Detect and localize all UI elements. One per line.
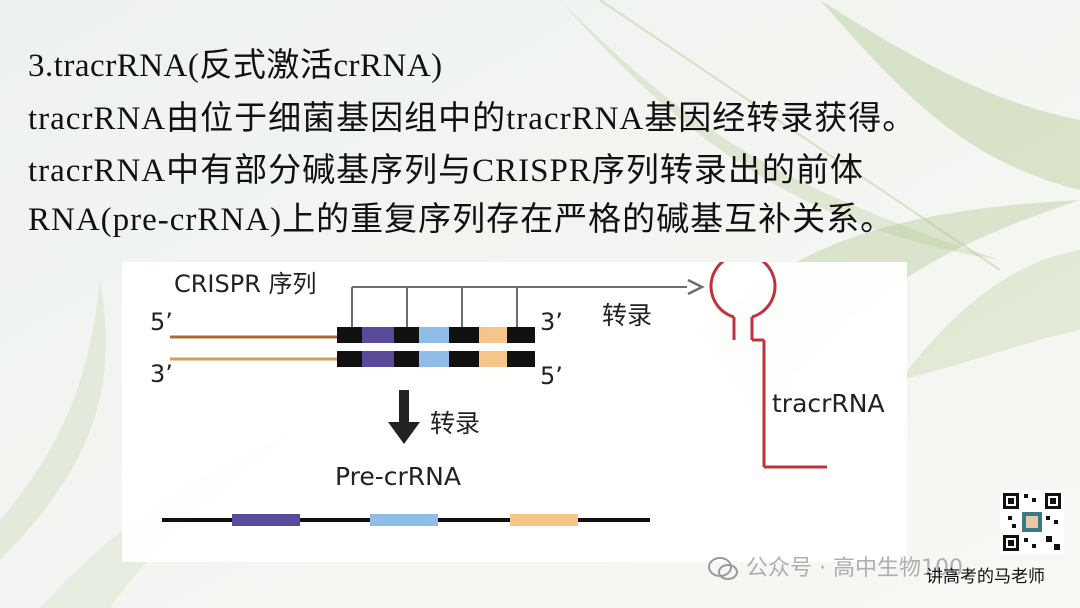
crispr-diagram-panel: CRISPR 序列 5’ 3’ 3’ 5’ [122, 262, 907, 562]
transcription-bracket [351, 286, 687, 327]
watermark-text: 公众号 · 高中生物100 [746, 556, 963, 581]
top-strand-left-label: 5’ [150, 308, 173, 336]
spacer-block-purple [362, 327, 394, 343]
spacer-block-blue [419, 351, 449, 367]
spacer-block-blue [419, 327, 449, 343]
wechat-icon [708, 557, 738, 580]
paragraph-line: tracrRNA中有部分碱基序列与CRISPR序列转录出的前体 [28, 153, 864, 189]
bottom-strand-right-label: 5’ [540, 362, 563, 390]
crispr-diagram: CRISPR 序列 5’ 3’ 3’ 5’ [150, 262, 885, 526]
repeat-block [394, 351, 419, 367]
paragraph-line: tracrRNA由位于细菌基因组中的tracrRNA基因经转录获得。 [28, 101, 917, 137]
precrrna-molecule [162, 514, 650, 526]
author-signature: 讲高考的马老师 [926, 567, 1045, 587]
top-strand-right-label: 3’ [540, 308, 563, 336]
qr-code [1000, 490, 1064, 554]
crispr-top-blocks [337, 327, 535, 343]
spacer-block-orange [479, 351, 507, 367]
watermark: 公众号 · 高中生物100 [708, 550, 963, 582]
repeat-block [507, 327, 535, 343]
precrrna-label: Pre-crRNA [335, 462, 461, 491]
stem-line [599, 0, 1001, 271]
slide-heading: 3.tracrRNA(反式激活crRNA) [28, 48, 443, 84]
spacer-block-purple [362, 351, 394, 367]
repeat-block [449, 327, 479, 343]
leaf-shape [900, 250, 1080, 380]
spacer-block-orange [510, 514, 578, 526]
transcription-label-down: 转录 [430, 409, 480, 438]
paragraph-line: RNA(pre-crRNA)上的重复序列存在严格的碱基互补关系。 [28, 202, 895, 238]
repeat-block [394, 327, 419, 343]
tracrrna-hairpin [709, 262, 827, 469]
crispr-label: CRISPR 序列 [174, 270, 317, 298]
tracrrna-label: tracrRNA [772, 389, 885, 418]
spacer-block-blue [370, 514, 438, 526]
transcription-label-right: 转录 [602, 301, 652, 330]
repeat-block [337, 327, 362, 343]
spacer-block-purple [232, 514, 300, 526]
repeat-block [449, 351, 479, 367]
leaf-shape [0, 280, 106, 560]
crispr-bottom-blocks [337, 351, 535, 367]
bottom-strand-left-label: 3’ [150, 360, 173, 388]
spacer-block-orange [479, 327, 507, 343]
right-arrow-icon [687, 278, 705, 296]
repeat-block [507, 351, 535, 367]
down-arrow-icon [388, 390, 420, 444]
repeat-block [337, 351, 362, 367]
leaf-shape [820, 0, 1080, 190]
